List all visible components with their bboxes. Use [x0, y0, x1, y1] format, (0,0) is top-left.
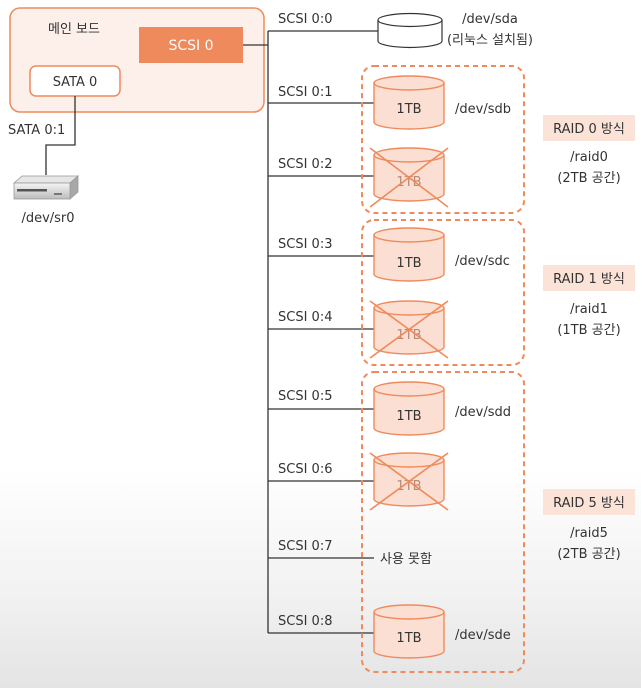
raid1-method: RAID 1 방식 — [553, 272, 625, 287]
scsi-port-label: SCSI 0:2 — [278, 157, 332, 172]
raid0-group — [361, 65, 525, 214]
disk-sdc-pair-size: 1TB — [396, 328, 421, 343]
scsi-port-label: SCSI 0:0 — [278, 12, 332, 27]
disk-disabled-cross-icon — [369, 147, 449, 208]
sata-cable — [45, 96, 76, 175]
scsi-port-label: SCSI 0:4 — [278, 310, 332, 325]
sata-port-label: SATA 0:1 — [8, 123, 65, 138]
scsi-port-labels: SCSI 0:0 SCSI 0:1 SCSI 0:2 SCSI 0:3 SCSI… — [278, 12, 332, 629]
cdrom-drive-icon — [12, 175, 80, 200]
disk-sde-device: /dev/sde — [455, 628, 511, 643]
scsi-controller — [139, 27, 243, 63]
disk-sdb-size: 1TB — [396, 102, 421, 117]
disk-disabled-cross-icon — [369, 300, 449, 359]
unusable-slot-label: 사용 못함 — [380, 552, 432, 567]
scsi-port-label: SCSI 0:1 — [278, 85, 332, 100]
scsi-port-label: SCSI 0:7 — [278, 539, 332, 554]
disk-sda-device: /dev/sda — [462, 12, 518, 27]
disk-sdc-size: 1TB — [396, 256, 421, 271]
disk-sdb-pair-size: 1TB — [396, 175, 421, 190]
raid1-method-badge — [543, 265, 635, 291]
raid0-method: RAID 0 방식 — [553, 122, 625, 137]
raid0-device: /raid0 — [570, 150, 608, 165]
raid1-device: /raid1 — [570, 302, 608, 317]
disk-sdd — [373, 381, 445, 436]
scsi-branches — [268, 30, 378, 634]
disk-sdb-device: /dev/sdb — [455, 102, 511, 117]
disk-sdd-pair-size: 1TB — [396, 479, 421, 494]
sata-controller-label: SATA 0 — [53, 75, 98, 90]
raid1-group — [361, 219, 525, 366]
scsi-port-label: SCSI 0:6 — [278, 462, 332, 477]
scsi-port-label: SCSI 0:3 — [278, 237, 332, 252]
disk-sdc-device: /dev/sdc — [455, 254, 510, 269]
cdrom-device-label: /dev/sr0 — [21, 211, 74, 226]
raid5-capacity: (2TB 공간) — [557, 547, 620, 562]
main-board-title: 메인 보드 — [48, 22, 100, 37]
disk-disabled-cross-icon — [369, 452, 449, 511]
disk-sdd-size: 1TB — [396, 409, 421, 424]
disk-sde-size: 1TB — [396, 631, 421, 646]
disk-sda — [377, 12, 443, 49]
disk-sde — [373, 604, 445, 659]
raid5-method-badge — [543, 489, 635, 515]
raid5-method: RAID 5 방식 — [553, 496, 625, 511]
raid5-device: /raid5 — [570, 526, 608, 541]
raid1-capacity: (1TB 공간) — [557, 323, 620, 338]
scsi-controller-label: SCSI 0 — [168, 38, 213, 54]
scsi-port-label: SCSI 0:8 — [278, 614, 332, 629]
disk-sda-note: (리눅스 설치됨) — [447, 33, 533, 48]
raid0-capacity: (2TB 공간) — [557, 171, 620, 186]
disk-sdb — [373, 75, 445, 130]
disk-sdd-device: /dev/sdd — [455, 405, 511, 420]
scsi-port-label: SCSI 0:5 — [278, 389, 332, 404]
main-board: 메인 보드 SCSI 0 SATA 0 — [9, 7, 265, 113]
raid0-method-badge — [543, 115, 635, 141]
disk-sdc — [373, 227, 445, 282]
